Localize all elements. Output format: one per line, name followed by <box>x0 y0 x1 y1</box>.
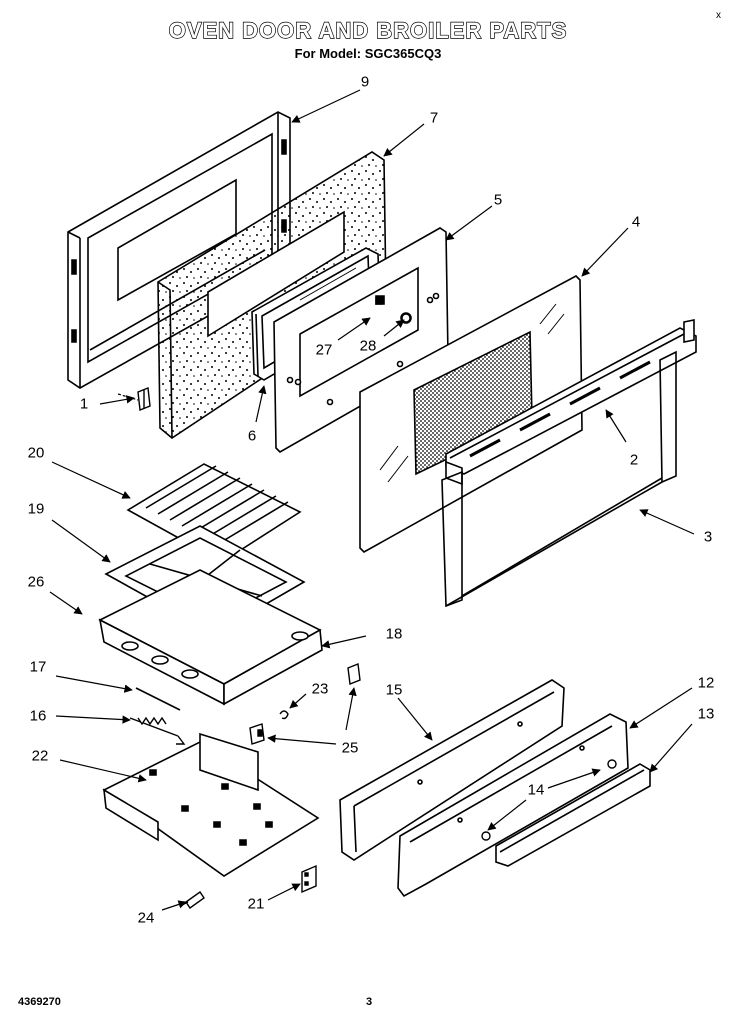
part-24-screw <box>180 892 204 908</box>
part-12-broiler-door-outer <box>398 714 628 896</box>
callout-20: 20 <box>27 444 45 462</box>
corner-mark: x <box>716 10 721 21</box>
part-14-screws <box>482 760 616 840</box>
diagram-title: OVEN DOOR AND BROILER PARTS <box>168 17 568 43</box>
callout-9: 9 <box>360 73 370 91</box>
part-22-broiler-drawer <box>104 734 318 876</box>
part-7-insulation <box>158 152 386 438</box>
callout-19: 19 <box>27 500 45 518</box>
callout-6: 6 <box>247 427 257 445</box>
leader-lines <box>50 90 694 910</box>
callout-7: 7 <box>429 109 439 127</box>
callout-1: 1 <box>79 395 89 413</box>
callout-17: 17 <box>29 658 47 676</box>
part-18-broiler-pan <box>100 570 322 704</box>
part-3-door-frame <box>442 352 676 606</box>
page-number: 3 <box>366 996 373 1008</box>
part-13-handle <box>496 764 650 866</box>
part-27-28-fasteners <box>376 298 410 322</box>
callout-16: 16 <box>29 707 47 725</box>
part-25-brackets <box>250 664 360 744</box>
callout-23: 23 <box>311 680 329 698</box>
callout-15: 15 <box>385 681 403 699</box>
callout-4: 4 <box>631 213 641 231</box>
part-2-door-trim <box>446 320 696 484</box>
part-1-clip <box>138 388 150 410</box>
part-16-spring <box>130 718 184 744</box>
callout-12: 12 <box>697 674 715 692</box>
callout-25: 25 <box>341 739 359 757</box>
callout-5: 5 <box>493 191 503 209</box>
callout-22: 22 <box>31 747 49 765</box>
part-15-broiler-door-inner <box>340 680 564 860</box>
part-20-broiler-grid <box>128 464 300 562</box>
document-number: 4369270 <box>18 996 61 1008</box>
part-17-rod <box>136 688 180 710</box>
callout-14: 14 <box>527 781 545 799</box>
callout-27: 27 <box>315 341 333 359</box>
part-4-outer-door-glass <box>360 276 582 552</box>
callout-18: 18 <box>385 625 403 643</box>
part-21-hinge-plate <box>302 866 316 892</box>
model-line: For Model: SGC365CQ3 <box>294 46 442 61</box>
callout-21: 21 <box>247 895 265 913</box>
callout-13: 13 <box>697 705 715 723</box>
callout-24: 24 <box>137 909 155 927</box>
callout-2: 2 <box>629 451 639 469</box>
callout-28: 28 <box>359 337 377 355</box>
callout-26: 26 <box>27 573 45 591</box>
part-23-clip <box>280 711 288 719</box>
callout-3: 3 <box>703 528 713 546</box>
